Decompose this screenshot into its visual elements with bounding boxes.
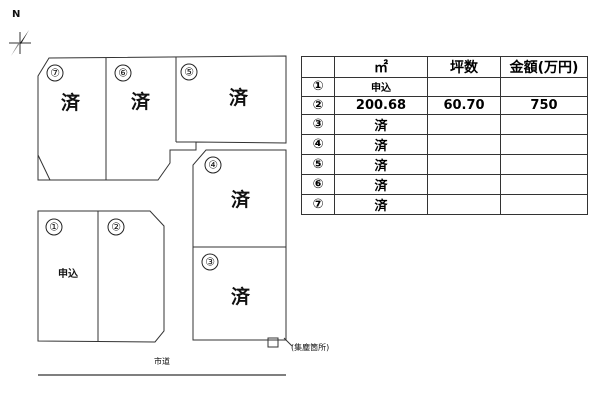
table-cell-area: 済 [334, 114, 428, 135]
table-cell-lot: ⑦ [301, 194, 335, 215]
table-header-price: 金額(万円) [500, 56, 588, 78]
table-cell-tsubo [427, 154, 501, 175]
table-cell-lot: ① [301, 77, 335, 97]
table-row: ④ 済 [301, 134, 588, 155]
lot-5-status: 済 [229, 86, 249, 109]
table-cell-lot: ⑥ [301, 174, 335, 195]
road-label: 市道 [154, 356, 170, 366]
lower-left-block-outline [37, 210, 165, 343]
table-cell-lot: ⑤ [301, 154, 335, 175]
lot-3-number: ③ [201, 253, 219, 271]
lot-4-number: ④ [204, 156, 222, 174]
lot-4-status: 済 [231, 188, 251, 211]
table-cell-area: 済 [334, 194, 428, 215]
lot-6-status: 済 [131, 90, 151, 113]
table-cell-price [500, 114, 588, 135]
table-cell-area: 済 [334, 154, 428, 175]
right-block-outline [192, 149, 287, 341]
table-row: ① 申込 [301, 77, 588, 97]
table-header-area: ㎡ [334, 56, 428, 78]
table-cell-tsubo [427, 174, 501, 195]
lot-1-status: 申込 [58, 267, 78, 280]
upper-block-outline [37, 55, 287, 181]
table-cell-area: 200.68 [334, 95, 428, 115]
table-cell-tsubo: 60.70 [427, 95, 501, 115]
table-cell-tsubo [427, 77, 501, 97]
svg-text:③: ③ [205, 256, 215, 269]
table-row: ⑤ 済 [301, 154, 588, 175]
table-row: ⑥ 済 [301, 174, 588, 195]
collection-marker-icon [283, 337, 293, 347]
collection-box [267, 337, 279, 348]
table-cell-area: 済 [334, 134, 428, 155]
table-header-lot [301, 56, 335, 78]
table-cell-tsubo [427, 134, 501, 155]
svg-text:④: ④ [208, 159, 218, 172]
collection-label: (集塵箇所) [291, 342, 329, 352]
table-cell-price [500, 194, 588, 215]
svg-text:⑦: ⑦ [50, 67, 60, 80]
table-cell-price [500, 134, 588, 155]
price-table: ㎡ 坪数 金額(万円) ① 申込 ② 200.68 60.70 750 ③ 済 … [301, 56, 588, 215]
table-cell-lot: ③ [301, 114, 335, 135]
lot-7-status: 済 [61, 91, 81, 114]
svg-text:⑤: ⑤ [184, 66, 194, 79]
table-row: ⑦ 済 [301, 194, 588, 215]
table-row: ③ 済 [301, 114, 588, 135]
table-header-tsubo: 坪数 [427, 56, 501, 78]
table-header-row: ㎡ 坪数 金額(万円) [301, 56, 588, 78]
lot-6-number: ⑥ [114, 64, 132, 82]
table-cell-lot: ④ [301, 134, 335, 155]
svg-text:N: N [12, 9, 20, 20]
lot-1-number: ① [45, 218, 63, 236]
lot-5-number: ⑤ [180, 63, 198, 81]
svg-text:①: ① [49, 221, 59, 234]
lot-3-status: 済 [231, 285, 251, 308]
table-cell-area: 申込 [334, 77, 428, 97]
compass-icon: N [9, 9, 31, 56]
table-cell-lot: ② [301, 95, 335, 115]
table-cell-price [500, 77, 588, 97]
svg-text:②: ② [111, 221, 121, 234]
table-cell-price: 750 [500, 95, 588, 115]
table-cell-price [500, 154, 588, 175]
table-cell-tsubo [427, 194, 501, 215]
lot-7-number: ⑦ [46, 64, 64, 82]
table-cell-area: 済 [334, 174, 428, 195]
lot-back-line [37, 154, 51, 181]
table-cell-price [500, 174, 588, 195]
table-cell-tsubo [427, 114, 501, 135]
svg-text:⑥: ⑥ [118, 67, 128, 80]
table-row: ② 200.68 60.70 750 [301, 95, 588, 115]
lot-2-number: ② [107, 218, 125, 236]
